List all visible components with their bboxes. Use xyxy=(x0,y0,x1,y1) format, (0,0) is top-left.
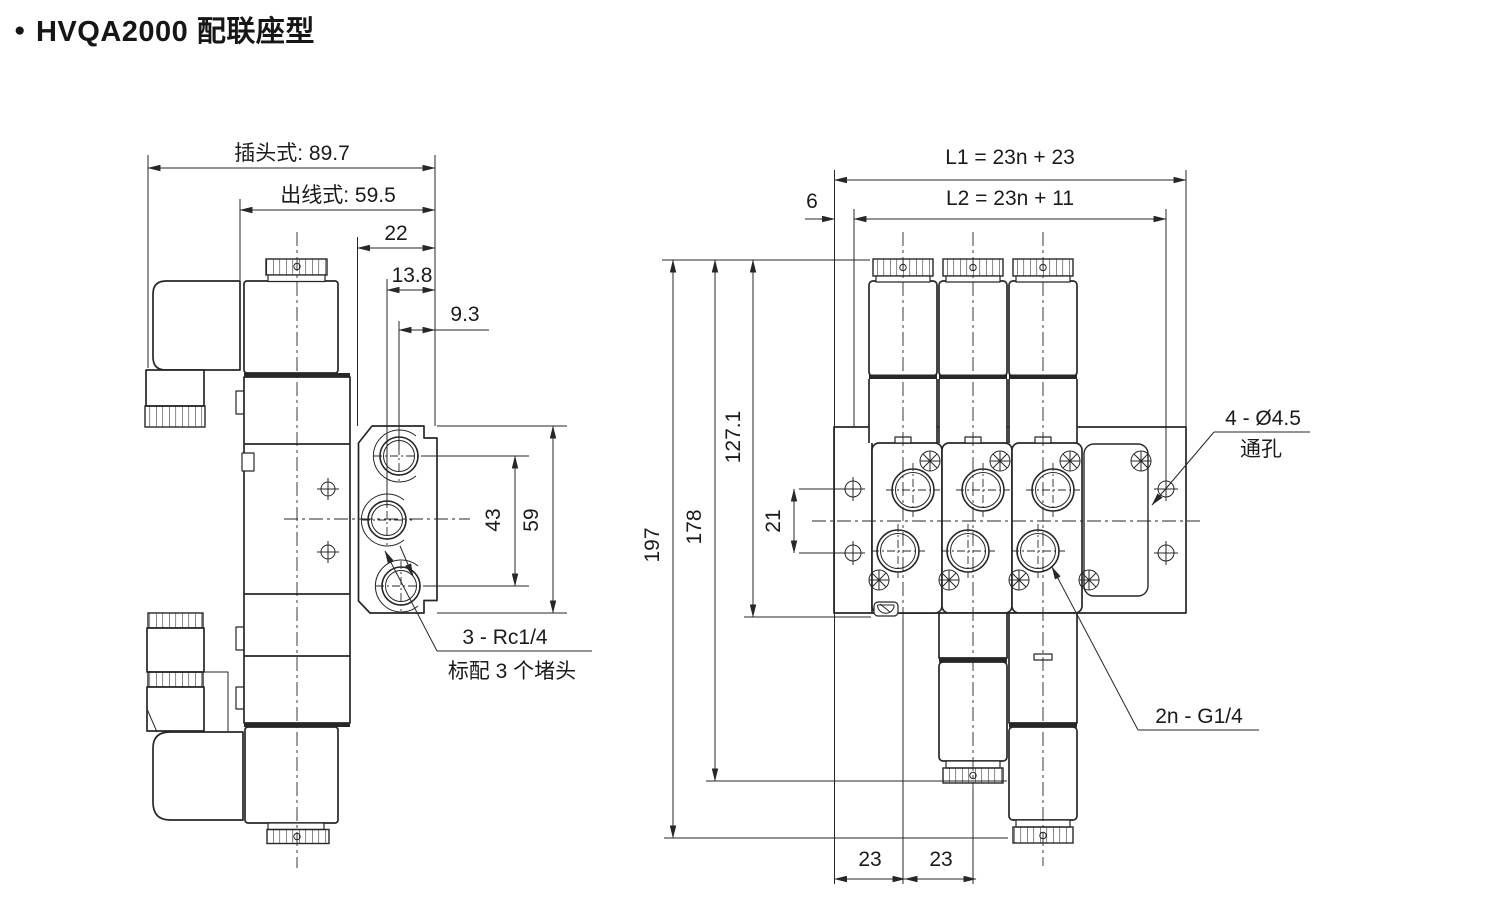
dim-43: 43 xyxy=(482,508,505,531)
dim-178: 178 xyxy=(683,509,706,544)
dim-l2: L2 = 23n + 11 xyxy=(946,187,1074,210)
dim-23-a: 23 xyxy=(858,848,881,871)
page-title: ● HVQA2000 配联座型 xyxy=(14,8,315,50)
dim-9-3: 9.3 xyxy=(450,303,479,326)
knurled-cap xyxy=(265,258,328,276)
station-block-2 xyxy=(939,437,1012,613)
connector-top xyxy=(144,280,241,428)
solenoid-top xyxy=(243,258,339,374)
blank-cover-plate xyxy=(1083,443,1149,597)
port-block xyxy=(357,425,438,614)
side-tab xyxy=(235,390,245,415)
dim-23-b: 23 xyxy=(929,848,952,871)
terminal-strip xyxy=(144,405,206,428)
label-rc14-note: 标配 3 个堵头 xyxy=(448,660,576,683)
knurled-cap xyxy=(266,828,330,845)
screw xyxy=(1130,450,1152,472)
right-view-dimensions: L1 = 23n + 23 L2 = 23n + 11 6 197 178 12… xyxy=(641,146,1310,884)
side-tab xyxy=(235,626,245,651)
dim-127-1: 127.1 xyxy=(722,411,745,464)
station-block-3 xyxy=(1009,437,1082,613)
dim-197: 197 xyxy=(641,527,664,562)
dim-22: 22 xyxy=(384,222,407,245)
label-through-holes-note: 通孔 xyxy=(1240,438,1282,461)
side-tab xyxy=(235,686,245,710)
dim-21: 21 xyxy=(762,509,785,532)
label-through-holes: 4 - Ø4.5 xyxy=(1225,407,1301,430)
left-view-valve-side: 插头式: 89.7 出线式: 59.5 22 13.8 9.3 43 59 3 … xyxy=(144,142,592,868)
terminal-strip xyxy=(147,671,204,688)
dim-6: 6 xyxy=(806,190,818,213)
connector-bottom xyxy=(146,612,244,821)
dim-cable-type: 出线式: 59.5 xyxy=(280,184,396,207)
solenoid-bottom xyxy=(244,726,339,845)
terminal-strip xyxy=(147,612,204,629)
page-title-text: HVQA2000 配联座型 xyxy=(35,16,315,48)
dim-13-8: 13.8 xyxy=(392,264,433,287)
dim-plug-type: 插头式: 89.7 xyxy=(234,142,350,165)
station-block-1 xyxy=(869,437,942,613)
pilot-detail xyxy=(873,601,899,617)
left-view-dimensions: 插头式: 89.7 出线式: 59.5 22 13.8 9.3 43 59 3 … xyxy=(147,142,592,683)
dim-59: 59 xyxy=(520,508,543,531)
right-view-manifold: L1 = 23n + 23 L2 = 23n + 11 6 197 178 12… xyxy=(641,146,1310,884)
dim-l1: L1 = 23n + 23 xyxy=(945,146,1075,169)
label-g14-ports: 2n - G1/4 xyxy=(1155,705,1243,728)
screw xyxy=(1078,569,1100,591)
valve-body xyxy=(241,373,351,727)
label-rc14-ports: 3 - Rc1/4 xyxy=(462,626,548,649)
bullet-icon: ● xyxy=(14,19,26,41)
